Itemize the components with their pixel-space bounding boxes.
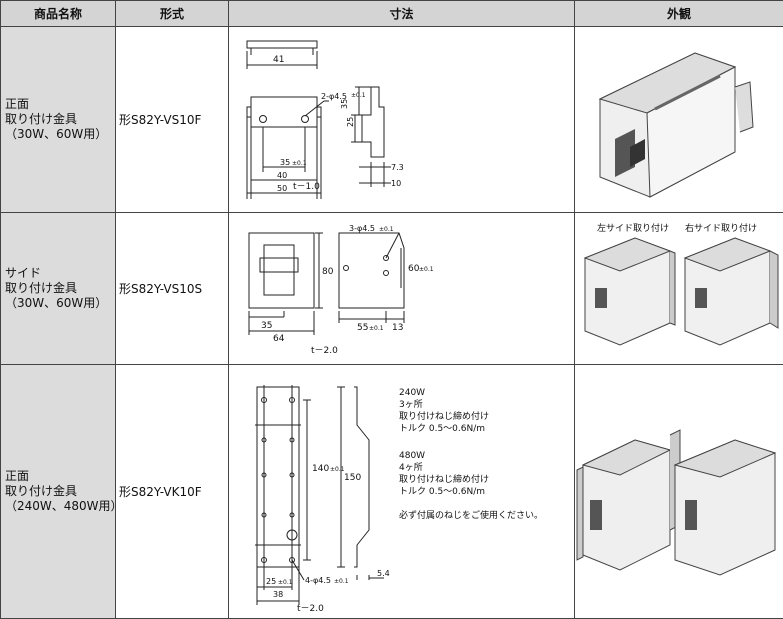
dim-41: 41 (273, 55, 284, 65)
model-cell: 形S82Y-VS10S (116, 213, 229, 365)
product-name-cell: サイド 取り付け金具 （30W、60W用） (1, 213, 116, 365)
dim-7-3: 7.3 (391, 163, 404, 172)
note-line: 240W (399, 388, 425, 398)
dim-tolerance: ±0.1 (419, 266, 434, 273)
appearance-cell (575, 27, 783, 213)
front-bracket-large-photo (575, 365, 783, 614)
product-name-line: 取り付け金具 (5, 484, 115, 499)
dim-150: 150 (344, 473, 361, 483)
dim-10: 10 (391, 179, 401, 188)
note-line: 480W (399, 451, 425, 461)
dim-5-4: 5.4 (377, 569, 390, 578)
dim-35: 35 (261, 321, 272, 331)
side-bracket-drawing: 80 60 ±0.1 3-φ4.5 ±0.1 35 64 55 ±0.1 13 … (229, 213, 574, 360)
front-bracket-large-drawing: 140 ±0.1 150 25 ±0.1 38 4-φ4.5 ±0.1 5.4 … (229, 365, 574, 614)
table-row: 正面 取り付け金具 （30W、60W用） 形S82Y-VS10F (1, 27, 783, 213)
dim-tolerance: ±0.1 (292, 160, 307, 167)
dim-13: 13 (392, 323, 403, 333)
product-name-line: （240W、480W用） (5, 499, 115, 514)
appearance-cell (575, 365, 783, 619)
dim-60: 60 (408, 264, 420, 274)
product-name-line: 取り付け金具 (5, 281, 115, 296)
dim-tolerance: ±0.1 (351, 92, 366, 99)
thickness-label: t－2.0 (311, 346, 338, 356)
dim-40: 40 (277, 171, 287, 180)
dim-tolerance: ±0.1 (330, 466, 345, 473)
model-cell: 形S82Y-VS10F (116, 27, 229, 213)
product-name-line: 取り付け金具 (5, 112, 115, 127)
dimension-drawing-cell: 80 60 ±0.1 3-φ4.5 ±0.1 35 64 55 ±0.1 13 … (229, 213, 575, 365)
note-line: 3ヶ所 (399, 399, 423, 410)
front-bracket-small-photo (575, 27, 783, 208)
header-row: 商品名称 形式 寸法 外観 (1, 1, 783, 27)
product-name-cell: 正面 取り付け金具 （240W、480W用） (1, 365, 116, 619)
dim-35: 35 (280, 158, 290, 167)
table-row: 正面 取り付け金具 （240W、480W用） 形S82Y-VK10F (1, 365, 783, 619)
product-name-line: （30W、60W用） (5, 127, 115, 142)
photo-label-right: 右サイド取り付け (685, 222, 757, 234)
note-line: 4ヶ所 (399, 462, 423, 473)
product-name-cell: 正面 取り付け金具 （30W、60W用） (1, 27, 116, 213)
thickness-label: t－1.0 (293, 182, 320, 192)
front-bracket-small-drawing: 41 2-φ4.5 ±0.1 35 ±0.1 40 50 25 35 7.3 1… (229, 27, 574, 208)
dim-25: 25 (266, 577, 276, 586)
dim-38: 38 (273, 590, 283, 599)
header-model: 形式 (116, 1, 229, 27)
dim-25: 25 (346, 117, 355, 127)
note-line: トルク 0.5～0.6N/m (399, 423, 485, 434)
dim-tolerance: ±0.1 (379, 226, 394, 233)
dim-hole: 3-φ4.5 (349, 224, 375, 233)
product-name-line: 正面 (5, 469, 115, 484)
dim-35-vertical: 35 (340, 99, 349, 109)
header-appearance: 外観 (575, 1, 783, 27)
product-name-line: 正面 (5, 97, 115, 112)
dim-64: 64 (273, 334, 285, 344)
note-line: トルク 0.5～0.6N/m (399, 486, 485, 497)
note-line: 取り付けねじ締め付け (399, 473, 489, 485)
dim-tolerance: ±0.1 (334, 578, 349, 585)
photo-label-left: 左サイド取り付け (597, 222, 669, 234)
dimension-drawing-cell: 41 2-φ4.5 ±0.1 35 ±0.1 40 50 25 35 7.3 1… (229, 27, 575, 213)
dim-140: 140 (312, 464, 329, 474)
dim-hole: 4-φ4.5 (305, 576, 331, 585)
appearance-cell: 左サイド取り付け 右サイド取り付け (575, 213, 783, 365)
product-name-line: （30W、60W用） (5, 296, 115, 311)
thickness-label: t－2.0 (297, 604, 324, 614)
note-line: 取り付けねじ締め付け (399, 410, 489, 422)
note-warning: 必ず付属のねじをご使用ください。 (399, 509, 543, 521)
product-name-line: サイド (5, 266, 115, 281)
dimension-drawing-cell: 140 ±0.1 150 25 ±0.1 38 4-φ4.5 ±0.1 5.4 … (229, 365, 575, 619)
dim-50: 50 (277, 184, 287, 193)
dim-55: 55 (357, 323, 368, 333)
side-bracket-photo: 左サイド取り付け 右サイド取り付け (575, 213, 783, 360)
header-dimensions: 寸法 (229, 1, 575, 27)
dim-80: 80 (322, 267, 334, 277)
dim-tolerance: ±0.1 (369, 325, 384, 332)
header-product-name: 商品名称 (1, 1, 116, 27)
dim-tolerance: ±0.1 (278, 579, 293, 586)
table-row: サイド 取り付け金具 （30W、60W用） 形S82Y-VS10S (1, 213, 783, 365)
model-cell: 形S82Y-VK10F (116, 365, 229, 619)
